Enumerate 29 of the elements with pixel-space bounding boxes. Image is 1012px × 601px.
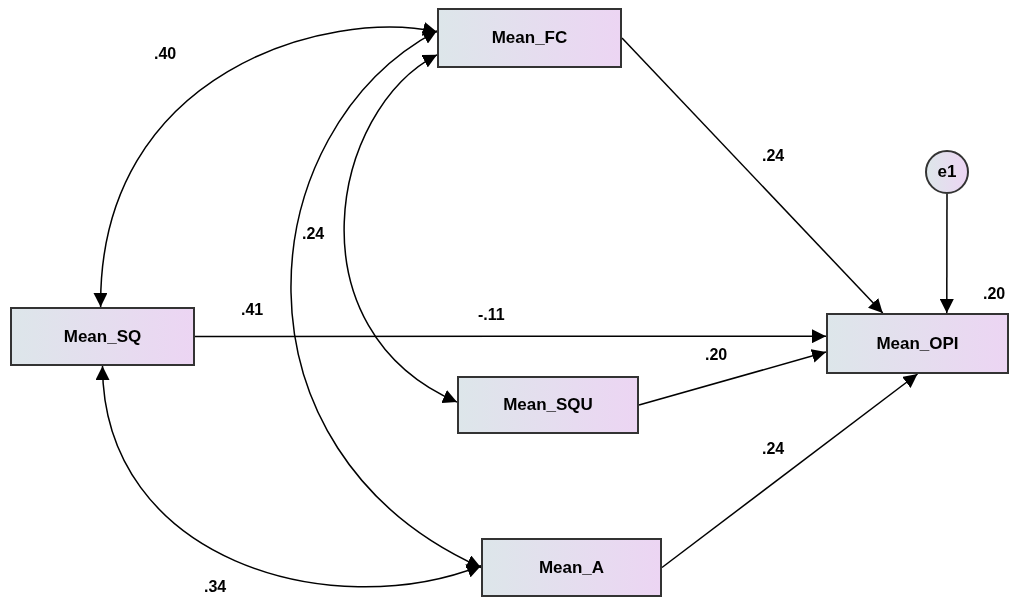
variable-box <box>481 538 662 597</box>
edge-label: .34 <box>202 579 229 595</box>
arrow <box>661 373 919 569</box>
node-label: Mean_SQ <box>63 325 142 348</box>
variable-box <box>457 376 639 434</box>
edge-label: .24 <box>760 148 787 164</box>
edge-label: .41 <box>239 302 266 318</box>
edge-label: .20 <box>703 347 730 363</box>
arrow <box>638 349 827 406</box>
edge-label: .24 <box>300 226 327 242</box>
arrow <box>194 329 827 344</box>
arrow <box>621 37 884 314</box>
variable-box <box>10 307 195 366</box>
variable-box <box>437 8 622 68</box>
arrow <box>343 54 458 403</box>
arrow <box>96 365 482 588</box>
arrow <box>290 30 482 569</box>
edge-label: .24 <box>760 441 787 457</box>
node-label: Mean_A <box>538 556 605 579</box>
variable-box <box>826 313 1009 374</box>
edge-label: -.11 <box>476 307 507 323</box>
edge-label: .40 <box>152 46 179 62</box>
arrow <box>939 193 954 314</box>
node-label: Mean_OPI <box>876 332 959 355</box>
node-label: Mean_SQU <box>503 394 593 416</box>
node-label: Mean_FC <box>491 27 568 49</box>
r-squared-label: .20 <box>983 286 1006 302</box>
arrow <box>94 23 438 308</box>
node-label: e1 <box>937 161 957 183</box>
